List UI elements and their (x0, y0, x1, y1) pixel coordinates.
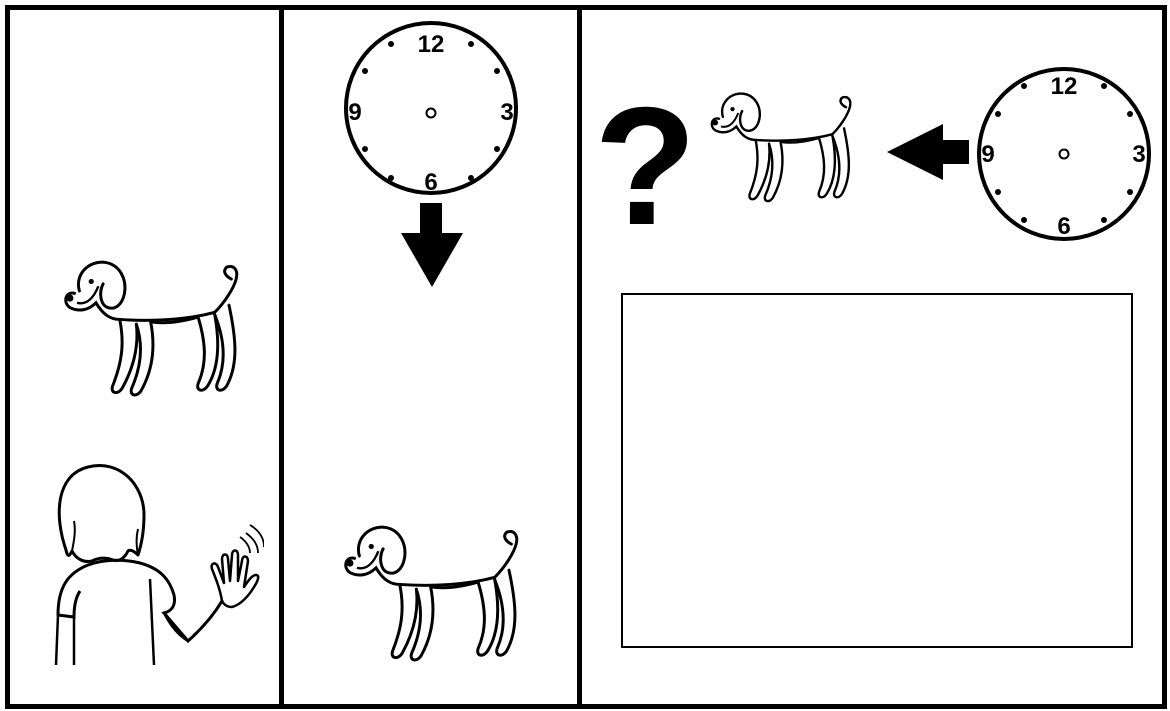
clock-numeral-12: 12 (418, 31, 445, 58)
clock-numeral-3: 3 (500, 99, 513, 126)
clock-icon: 12 3 6 9 (974, 64, 1154, 244)
clock-numeral-9: 9 (981, 141, 994, 168)
clock-icon: 12 3 6 9 (341, 18, 521, 198)
dog-icon (705, 88, 860, 213)
clock-numeral-6: 6 (1057, 213, 1070, 240)
arrow-down-icon (401, 203, 463, 288)
dog-icon (338, 520, 528, 675)
answer-box[interactable] (621, 293, 1133, 648)
dog-icon (58, 255, 248, 410)
panel-left (5, 5, 284, 709)
arrow-left-icon (887, 124, 969, 180)
clock-numeral-6: 6 (424, 169, 437, 196)
clock-numeral-3: 3 (1132, 141, 1145, 168)
panel-middle: 12 3 6 9 (279, 5, 582, 709)
clock-numeral-9: 9 (348, 99, 361, 126)
question-mark: ? (594, 82, 697, 250)
person-waving-icon (44, 455, 264, 670)
clock-numeral-12: 12 (1051, 73, 1078, 100)
